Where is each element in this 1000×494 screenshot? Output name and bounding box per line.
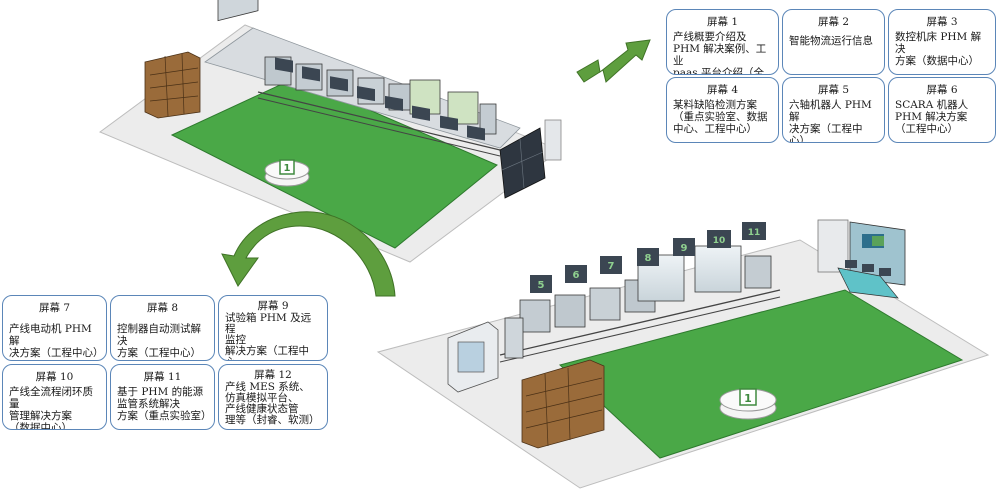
screen-card-title: 屏幕 5 <box>817 84 850 96</box>
screen-card-desc: 产线概要介绍及 PHM 解决案例、工业 paas 平台介绍（全体） <box>673 31 767 75</box>
curved-arrow <box>221 211 396 297</box>
bottom-monitor-badge: 7 <box>608 261 615 272</box>
screen-card-desc: 某料缺陷检测方案 （重点实验室、数据 中心、工程中心） <box>673 99 768 135</box>
screen-card-3: 屏幕 3 数控机床 PHM 解决 方案（数据中心） <box>888 9 996 75</box>
screen-card-title: 屏幕 3 <box>926 16 958 28</box>
top-wall-monitors <box>275 57 485 141</box>
bottom-monitor: 11 <box>742 222 766 240</box>
screen-card-title: 屏幕 10 <box>35 371 74 383</box>
screen-card-title: 屏幕 8 <box>146 302 179 314</box>
screen-card-desc: 六轴机器人 PHM 解 决方案（工程中心） <box>789 99 872 143</box>
screen-card-10: 屏幕 10 产线全流程闭环质量 管理解决方案 （数据中心） <box>2 364 107 430</box>
screen-card-desc: 数控机床 PHM 解决 方案（数据中心） <box>895 31 982 67</box>
screen-card-desc: 产线 MES 系统、 仿真模拟平台、 产线健康状态管 理等（封睿、软测） <box>225 381 320 426</box>
bottom-monitor: 8 <box>637 248 659 266</box>
top-display-wall <box>499 119 562 199</box>
screen-card-desc: 控制器自动测试解决 方案（工程中心） <box>117 323 201 359</box>
bottom-monitor: 5 <box>530 275 552 293</box>
screen-card-title: 屏幕 12 <box>254 369 292 381</box>
screen-card-title: 屏幕 2 <box>817 16 850 28</box>
screen-card-desc: 智能物流运行信息 <box>789 35 873 47</box>
bottom-monitor-badge: 10 <box>713 236 726 246</box>
bottom-position-marker: 1 <box>719 388 777 420</box>
screen-card-7: 屏幕 7 产线电动机 PHM 解 决方案（工程中心） <box>2 295 107 361</box>
top-floor-plan: 1 <box>98 0 562 263</box>
top-storage-rack <box>144 51 201 119</box>
screen-card-title: 屏幕 9 <box>257 300 289 312</box>
screen-card-4: 屏幕 4 某料缺陷检测方案 （重点实验室、数据 中心、工程中心） <box>666 77 779 143</box>
screen-card-8: 屏幕 8 控制器自动测试解决 方案（工程中心） <box>110 295 215 361</box>
top-green-floor <box>170 77 498 249</box>
bottom-monitor: 10 <box>707 230 731 248</box>
screen-card-desc: 试验箱 PHM 及远程 监控 解决方案（工程中心、 重点实验室） <box>225 312 312 361</box>
bottom-storage-rack <box>521 359 605 449</box>
screen-card-title: 屏幕 11 <box>143 371 182 383</box>
bottom-marker-label: 1 <box>744 392 752 405</box>
bottom-wall-monitors: 5 6 7 8 9 10 1 <box>530 222 766 293</box>
screen-card-desc: SCARA 机器人 PHM 解决方案 （工程中心） <box>895 99 969 135</box>
screen-card-6: 屏幕 6 SCARA 机器人 PHM 解决方案 （工程中心） <box>888 77 996 143</box>
bottom-floor-plan: 5 6 7 8 9 10 1 <box>376 219 990 489</box>
zigzag-arrow <box>576 39 651 83</box>
top-position-marker: 1 <box>264 159 310 187</box>
screen-card-5: 屏幕 5 六轴机器人 PHM 解 决方案（工程中心） <box>782 77 885 143</box>
bottom-cnc-machine <box>447 321 499 393</box>
screen-card-title: 屏幕 4 <box>706 84 739 96</box>
bottom-monitor: 6 <box>565 265 587 283</box>
bottom-monitor: 7 <box>600 256 622 274</box>
bottom-equipment-line <box>499 245 781 363</box>
screen-card-desc: 基于 PHM 的能源 监管系统解决 方案（重点实验室） <box>117 386 212 422</box>
screen-card-11: 屏幕 11 基于 PHM 的能源 监管系统解决 方案（重点实验室） <box>110 364 215 430</box>
screen-card-title: 屏幕 6 <box>926 84 958 96</box>
top-marker-label: 1 <box>284 163 291 174</box>
bottom-monitor: 9 <box>673 238 695 256</box>
screen-card-desc: 产线电动机 PHM 解 决方案（工程中心） <box>9 323 104 359</box>
bottom-monitor-badge: 11 <box>748 228 761 238</box>
bottom-monitor-badge: 9 <box>681 243 688 254</box>
screen-card-desc: 产线全流程闭环质量 管理解决方案 （数据中心） <box>9 386 93 430</box>
screen-card-9: 屏幕 9 试验箱 PHM 及远程 监控 解决方案（工程中心、 重点实验室） <box>218 295 328 361</box>
screen-card-12: 屏幕 12 产线 MES 系统、 仿真模拟平台、 产线健康状态管 理等（封睿、软… <box>218 364 328 430</box>
screen-card-title: 屏幕 1 <box>706 16 739 28</box>
bottom-green-floor <box>558 289 964 459</box>
bottom-monitor-badge: 6 <box>573 270 580 281</box>
screen-card-1: 屏幕 1 产线概要介绍及 PHM 解决案例、工业 paas 平台介绍（全体） <box>666 9 779 75</box>
bottom-monitor-badge: 5 <box>538 280 545 291</box>
screen-card-title: 屏幕 7 <box>38 302 71 314</box>
screen-card-2: 屏幕 2 智能物流运行信息 <box>782 9 885 75</box>
bottom-control-center <box>817 219 906 299</box>
bottom-monitor-badge: 8 <box>645 253 652 264</box>
